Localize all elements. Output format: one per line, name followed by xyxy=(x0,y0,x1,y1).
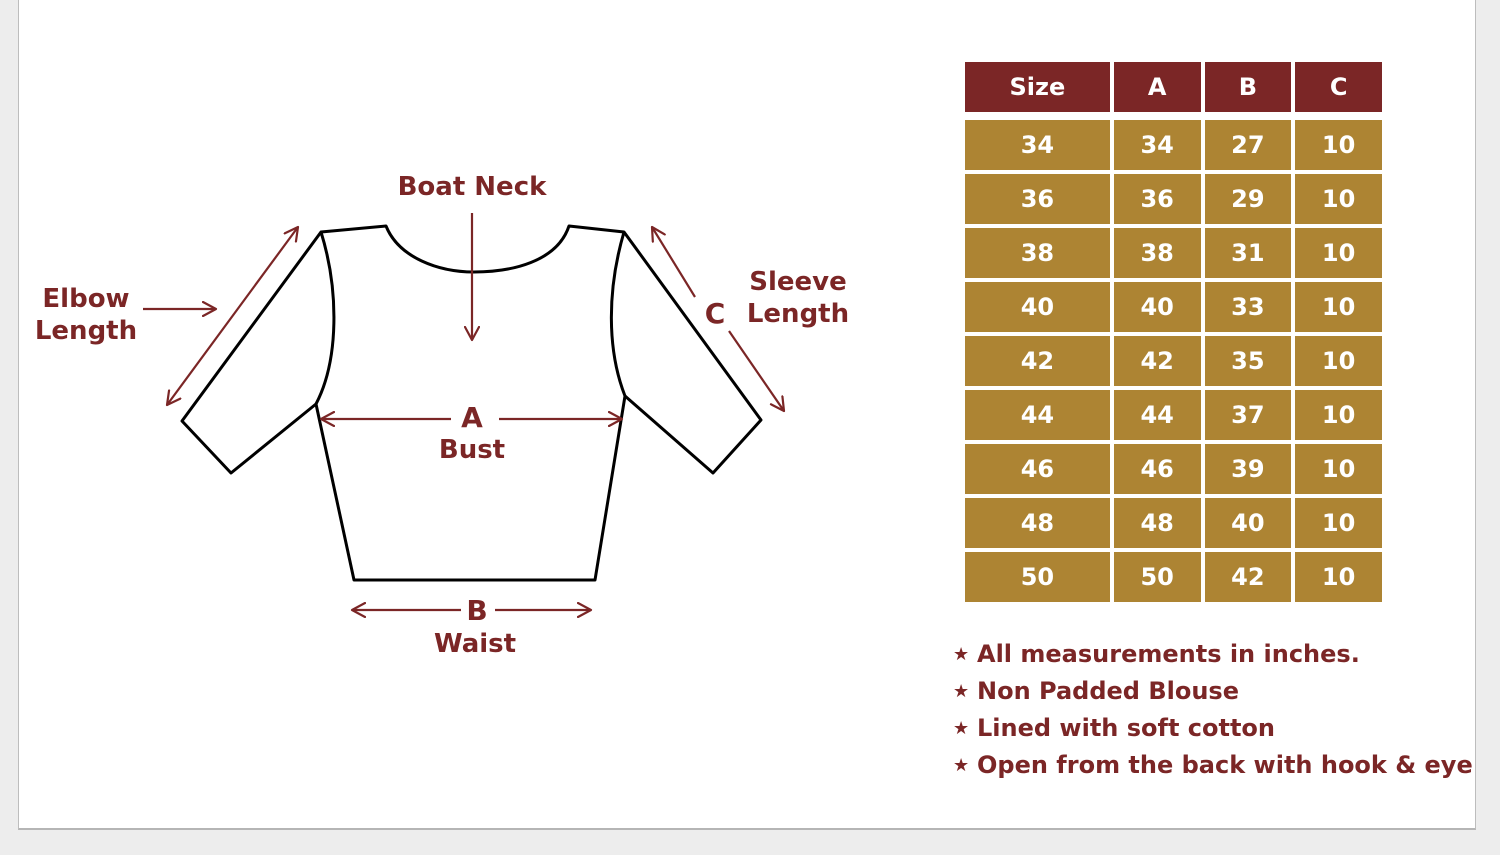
cell-c: 10 xyxy=(1295,116,1382,170)
cell-a: 48 xyxy=(1113,498,1201,548)
star-icon: ★ xyxy=(953,681,970,702)
cell-c: 10 xyxy=(1295,552,1382,602)
list-item: ★ Open from the back with hook & eye xyxy=(953,747,1473,784)
cell-c: 10 xyxy=(1295,228,1382,278)
cell-size: 38 xyxy=(965,228,1110,278)
cell-a: 36 xyxy=(1113,174,1201,224)
sleeve-length-label: Length xyxy=(747,299,849,329)
elbow-length-arrow xyxy=(167,227,298,405)
cell-b: 33 xyxy=(1204,282,1292,332)
elbow-length-label: Length xyxy=(35,316,137,346)
cell-size: 50 xyxy=(965,552,1110,602)
sleeve-label: Sleeve xyxy=(749,267,847,297)
blouse-outline xyxy=(180,224,763,582)
note-text: Open from the back with hook & eye xyxy=(977,751,1473,779)
cell-a: 46 xyxy=(1113,444,1201,494)
elbow-label: Elbow xyxy=(42,284,129,314)
table-header-row: Size A B C xyxy=(965,62,1382,112)
note-text: All measurements in inches. xyxy=(977,640,1360,668)
cell-a: 34 xyxy=(1113,116,1201,170)
size-chart-card: Boat Neck Elbow Length Sleeve Length C A… xyxy=(18,0,1476,830)
table-row: 48 48 40 10 xyxy=(965,498,1382,548)
cell-size: 44 xyxy=(965,390,1110,440)
cell-b: 35 xyxy=(1204,336,1292,386)
table-row: 38 38 31 10 xyxy=(965,228,1382,278)
table-row: 40 40 33 10 xyxy=(965,282,1382,332)
waist-label: Waist xyxy=(434,629,516,659)
cell-b: 29 xyxy=(1204,174,1292,224)
column-header-b: B xyxy=(1204,62,1292,112)
cell-a: 40 xyxy=(1113,282,1201,332)
cell-c: 10 xyxy=(1295,336,1382,386)
cell-b: 40 xyxy=(1204,498,1292,548)
cell-b: 31 xyxy=(1204,228,1292,278)
cell-b: 37 xyxy=(1204,390,1292,440)
star-icon: ★ xyxy=(953,718,970,739)
cell-c: 10 xyxy=(1295,390,1382,440)
cell-b: 39 xyxy=(1204,444,1292,494)
column-header-a: A xyxy=(1113,62,1201,112)
cell-b: 42 xyxy=(1204,552,1292,602)
cell-c: 10 xyxy=(1295,498,1382,548)
table-row: 50 50 42 10 xyxy=(965,552,1382,602)
list-item: ★ Lined with soft cotton xyxy=(953,710,1473,747)
list-item: ★ Non Padded Blouse xyxy=(953,673,1473,710)
column-header-size: Size xyxy=(965,62,1110,112)
cell-a: 38 xyxy=(1113,228,1201,278)
cell-a: 44 xyxy=(1113,390,1201,440)
bust-label: Bust xyxy=(439,435,505,465)
cell-c: 10 xyxy=(1295,444,1382,494)
blouse-diagram: Boat Neck Elbow Length Sleeve Length C A… xyxy=(35,172,849,659)
cell-size: 48 xyxy=(965,498,1110,548)
notes-list: ★ All measurements in inches. ★ Non Padd… xyxy=(953,636,1473,784)
star-icon: ★ xyxy=(953,755,970,776)
measurement-arrows xyxy=(143,213,784,610)
sleeve-length-arrow-upper xyxy=(652,227,696,298)
note-text: Lined with soft cotton xyxy=(977,714,1276,742)
cell-size: 40 xyxy=(965,282,1110,332)
table-row: 36 36 29 10 xyxy=(965,174,1382,224)
sleeve-length-arrow-lower xyxy=(728,330,784,411)
table-row: 46 46 39 10 xyxy=(965,444,1382,494)
table-row: 34 34 27 10 xyxy=(965,116,1382,170)
boat-neck-label: Boat Neck xyxy=(398,172,548,202)
cell-size: 42 xyxy=(965,336,1110,386)
cell-b: 27 xyxy=(1204,116,1292,170)
list-item: ★ All measurements in inches. xyxy=(953,636,1473,673)
table-row: 42 42 35 10 xyxy=(965,336,1382,386)
b-marker: B xyxy=(466,594,487,627)
star-icon: ★ xyxy=(953,644,970,665)
size-table: Size A B C 34 34 27 10 36 36 29 10 38 38 xyxy=(961,58,1386,606)
table-row: 44 44 37 10 xyxy=(965,390,1382,440)
cell-c: 10 xyxy=(1295,174,1382,224)
cell-a: 42 xyxy=(1113,336,1201,386)
cell-c: 10 xyxy=(1295,282,1382,332)
column-header-c: C xyxy=(1295,62,1382,112)
note-text: Non Padded Blouse xyxy=(977,677,1239,705)
cell-size: 34 xyxy=(965,116,1110,170)
cell-size: 36 xyxy=(965,174,1110,224)
c-marker: C xyxy=(705,297,726,330)
a-marker: A xyxy=(461,401,483,434)
cell-a: 50 xyxy=(1113,552,1201,602)
cell-size: 46 xyxy=(965,444,1110,494)
